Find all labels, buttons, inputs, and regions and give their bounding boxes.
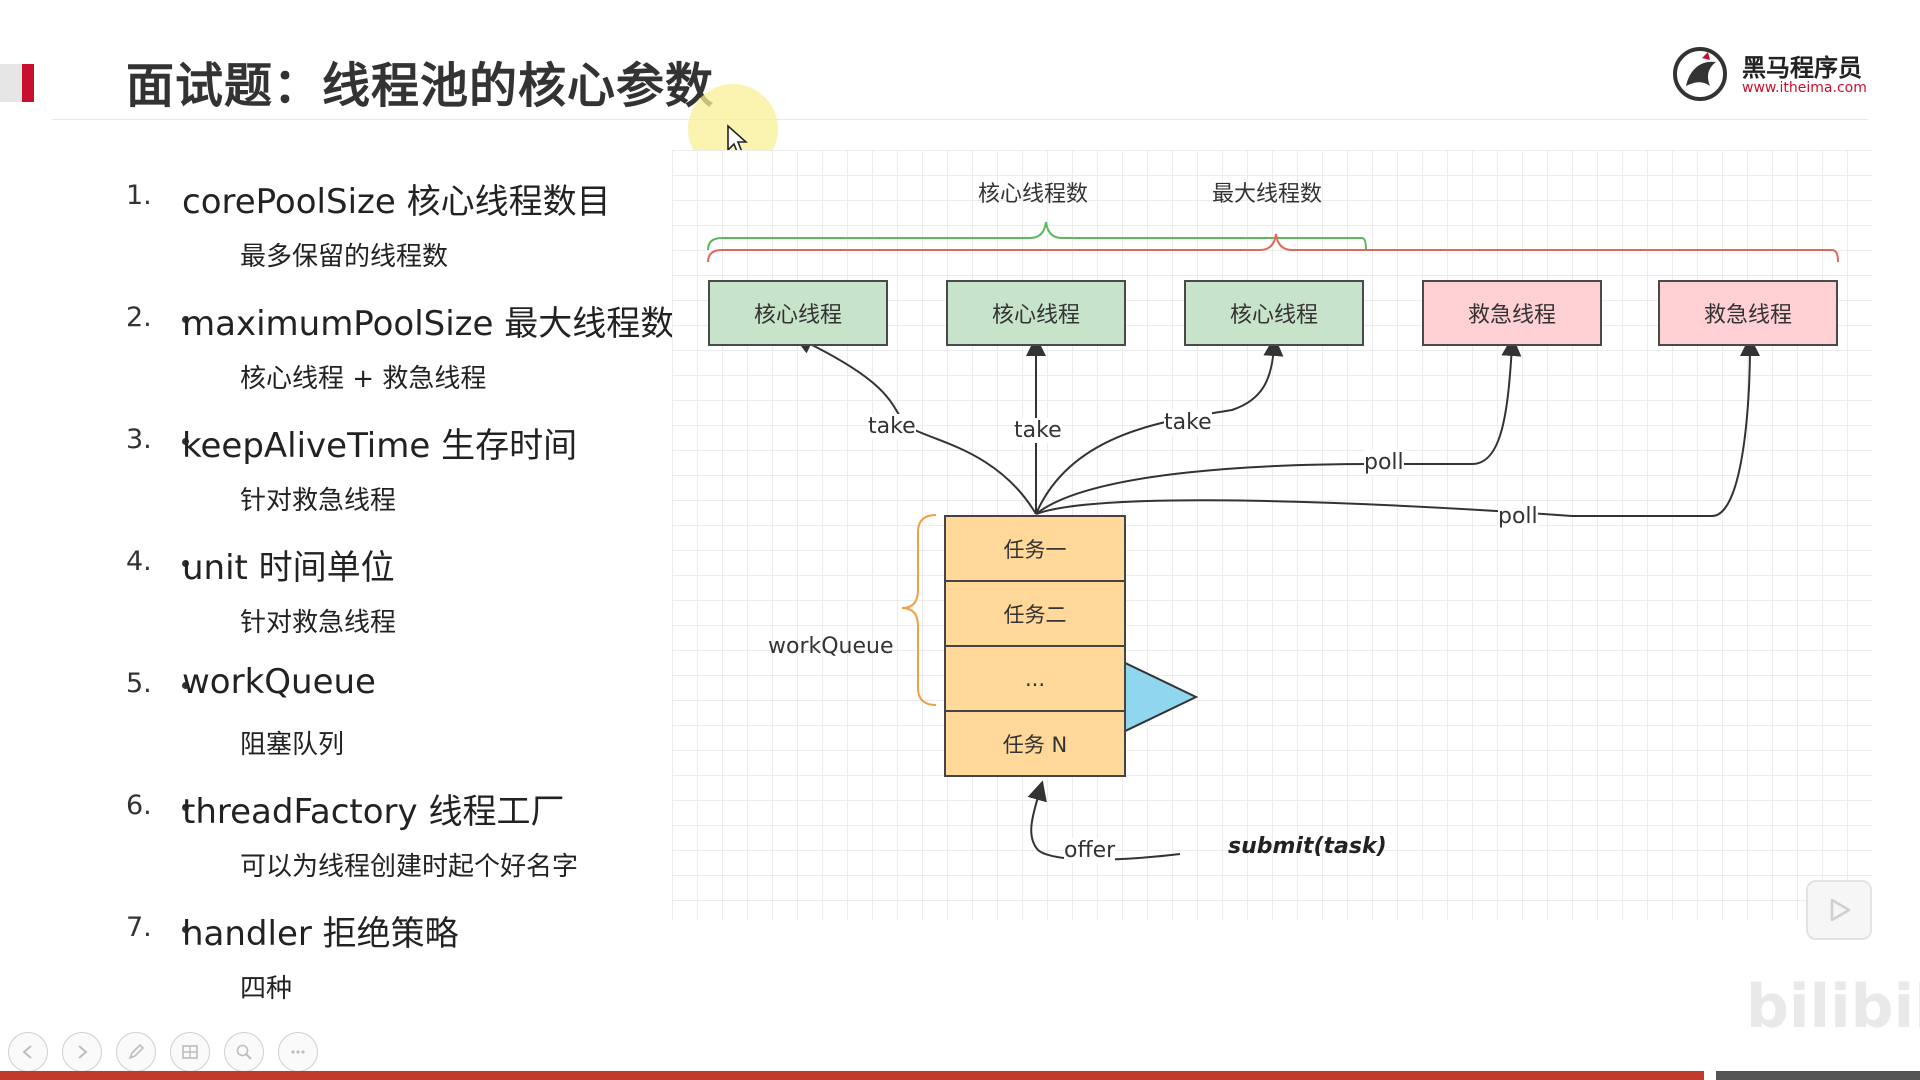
item-title: corePoolSize 核心线程数目 [182, 182, 611, 222]
play-icon [1830, 898, 1851, 922]
rescue-thread-node: 救急线程 [1658, 280, 1838, 346]
poll-label: poll [1364, 450, 1404, 475]
param-list: 1. corePoolSize 核心线程数目 最多保留的线程数 2. maxim… [124, 170, 708, 1055]
bullet-dot [182, 560, 189, 567]
thread-pool-diagram: 核心线程数 最大线程数 核心线程 核心线程 核心线程 救急线程 救急线程 tak… [672, 150, 1872, 930]
list-item: 5. workQueue 阻塞队列 [124, 658, 684, 811]
core-thread-node: 核心线程 [1184, 280, 1364, 346]
more-icon[interactable] [278, 1032, 318, 1072]
list-item: 3. keepAliveTime 生存时间 针对救急线程 [124, 414, 684, 567]
list-item: 2. maximumPoolSize 最大线程数目 核心线程 + 救急线程 [124, 292, 708, 445]
max-threads-brace [707, 233, 1839, 263]
bullet-dot [182, 804, 189, 811]
pen-icon[interactable] [116, 1032, 156, 1072]
bullet-dot [182, 438, 189, 445]
max-count-label: 最大线程数 [1212, 182, 1323, 207]
queue-cell: 任务二 [944, 580, 1126, 647]
prev-icon[interactable] [8, 1032, 48, 1072]
take-label: take [1014, 418, 1062, 443]
take-label: take [868, 414, 916, 439]
title-accent-grey [0, 64, 22, 102]
offer-label: offer [1064, 838, 1116, 863]
play-button[interactable] [1806, 880, 1872, 940]
zoom-icon[interactable] [224, 1032, 264, 1072]
bilibili-watermark: bilibili [1746, 972, 1920, 1042]
take-arrow-3 [1035, 336, 1284, 515]
title-accent-red [22, 64, 34, 102]
item-number: 2. [126, 302, 152, 333]
work-queue-label: workQueue [768, 634, 894, 659]
logo-name: 黑马程序员 [1742, 54, 1862, 82]
sub-text: 四种 [240, 974, 293, 1004]
item-number: 5. [126, 668, 152, 699]
core-thread-node: 核心线程 [708, 280, 888, 346]
sub-text: 可以为线程创建时起个好名字 [240, 852, 579, 882]
core-thread-node: 核心线程 [946, 280, 1126, 346]
item-number: 7. [126, 912, 152, 943]
sub-text: 针对救急线程 [240, 608, 397, 638]
bullet-dot [182, 316, 189, 323]
core-threads-brace [707, 221, 1367, 251]
offer-arrow [1027, 780, 1181, 861]
submit-task-label: submit(task) [1228, 834, 1387, 859]
poll-label: poll [1498, 504, 1538, 529]
list-item: 7. handler 拒绝策略 四种 [124, 902, 684, 1055]
list-item: 6. threadFactory 线程工厂 可以为线程创建时起个好名字 [124, 780, 684, 933]
page-title: 面试题：线程池的核心参数 [126, 58, 715, 114]
progress-bar-red [0, 1071, 1704, 1080]
sub-text: 针对救急线程 [240, 486, 397, 516]
item-title: unit 时间单位 [182, 548, 395, 588]
item-number: 3. [126, 424, 152, 455]
list-item: 4. unit 时间单位 针对救急线程 [124, 536, 684, 689]
item-title: keepAliveTime 生存时间 [182, 426, 578, 466]
list-item: 1. corePoolSize 核心线程数目 最多保留的线程数 [124, 170, 684, 323]
next-icon[interactable] [62, 1032, 102, 1072]
sub-text: 阻塞队列 [240, 730, 345, 760]
queue-brace [901, 514, 937, 706]
queue-cell: ... [944, 645, 1126, 712]
take-label: take [1164, 410, 1212, 435]
rescue-thread-node: 救急线程 [1422, 280, 1602, 346]
poll-arrow-1 [1035, 336, 1522, 515]
item-title: maximumPoolSize 最大线程数目 [182, 304, 709, 344]
queue-cell: 任务一 [944, 515, 1126, 582]
item-number: 6. [126, 790, 152, 821]
item-title: threadFactory 线程工厂 [182, 792, 565, 832]
queue-cell: 任务 N [944, 710, 1126, 777]
poll-arrow-2 [1035, 336, 1760, 517]
bullet-dot [182, 926, 189, 933]
slides-icon[interactable] [170, 1032, 210, 1072]
progress-bar-grey [1716, 1071, 1920, 1080]
horse-logo-icon [1673, 47, 1727, 101]
header-divider [52, 119, 1868, 120]
sub-text: 核心线程 + 救急线程 [240, 364, 487, 394]
grid-background [672, 150, 1872, 920]
item-number: 1. [126, 180, 152, 211]
take-arrow-1 [793, 335, 1037, 515]
sub-text: 最多保留的线程数 [240, 242, 449, 272]
diagram-connectors [707, 221, 1839, 861]
logo-url: www.itheima.com [1742, 80, 1867, 96]
core-count-label: 核心线程数 [978, 182, 1089, 207]
brand-logo: 黑马程序员 www.itheima.com [1672, 46, 1872, 102]
slide-toolbar [8, 1032, 318, 1074]
item-title: handler 拒绝策略 [182, 914, 459, 954]
item-title: workQueue [182, 662, 376, 702]
item-number: 4. [126, 546, 152, 577]
bullet-dot [182, 682, 189, 689]
